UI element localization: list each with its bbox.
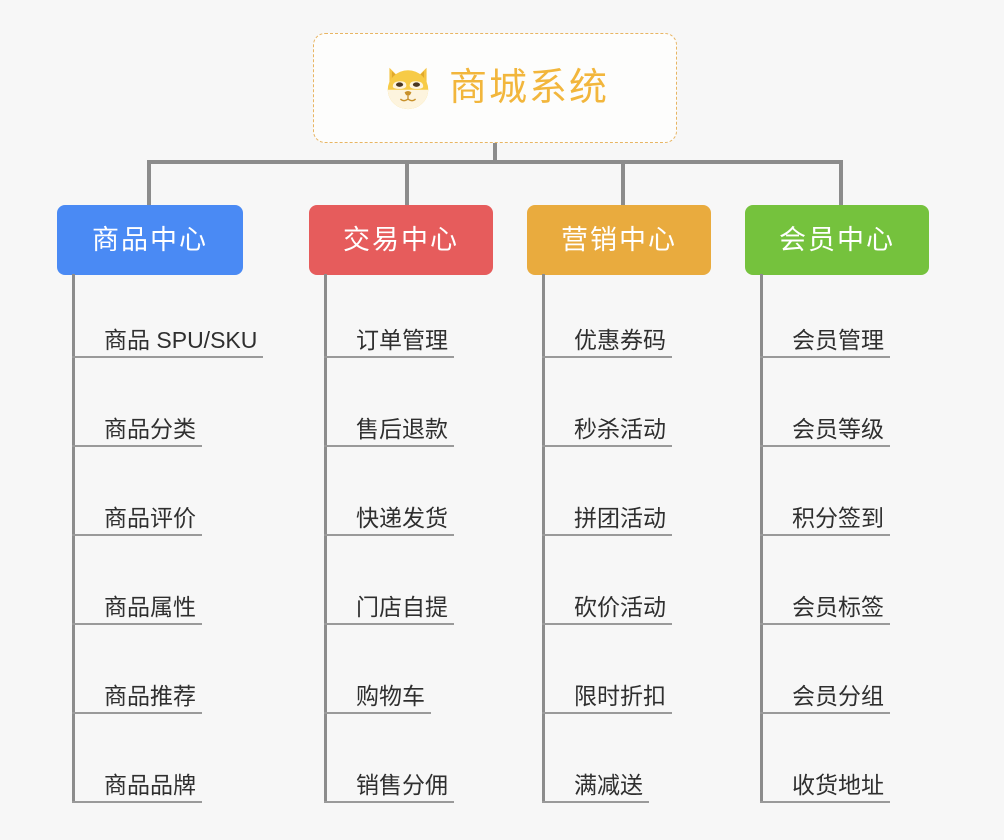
leaf-label: 会员等级 bbox=[792, 415, 884, 442]
leaf-label: 会员分组 bbox=[792, 682, 884, 709]
leaf-item[interactable]: 商品分类 bbox=[72, 401, 202, 447]
category-box-2[interactable]: 交易中心 bbox=[309, 205, 493, 275]
connector-bus bbox=[149, 160, 843, 164]
leaf-item[interactable]: 秒杀活动 bbox=[542, 401, 672, 447]
leaf-underline bbox=[324, 623, 454, 625]
branch-spine bbox=[760, 274, 763, 803]
leaf-item[interactable]: 商品推荐 bbox=[72, 668, 202, 714]
leaf-underline bbox=[324, 801, 454, 803]
connector-drop-4 bbox=[839, 160, 843, 205]
leaf-item[interactable]: 门店自提 bbox=[324, 579, 454, 625]
leaf-item[interactable]: 商品品牌 bbox=[72, 757, 202, 803]
leaf-label: 满减送 bbox=[574, 771, 643, 798]
leaf-label: 砍价活动 bbox=[574, 593, 666, 620]
connector-drop-3 bbox=[621, 160, 625, 205]
leaf-label: 售后退款 bbox=[356, 415, 448, 442]
branch-spine bbox=[324, 274, 327, 803]
leaf-underline bbox=[760, 534, 890, 536]
leaf-label: 会员管理 bbox=[792, 326, 884, 353]
leaf-underline bbox=[760, 623, 890, 625]
leaf-underline bbox=[542, 534, 672, 536]
leaf-label: 商品品牌 bbox=[104, 771, 196, 798]
leaf-label: 商品属性 bbox=[104, 593, 196, 620]
leaf-underline bbox=[542, 356, 672, 358]
leaf-label: 拼团活动 bbox=[574, 504, 666, 531]
leaf-underline bbox=[542, 623, 672, 625]
leaf-item[interactable]: 商品属性 bbox=[72, 579, 202, 625]
leaf-underline bbox=[324, 356, 454, 358]
leaf-item[interactable]: 会员分组 bbox=[760, 668, 890, 714]
leaf-item[interactable]: 商品评价 bbox=[72, 490, 202, 536]
leaf-label: 商品评价 bbox=[104, 504, 196, 531]
leaf-label: 商品推荐 bbox=[104, 682, 196, 709]
root-node[interactable]: 商城系统 bbox=[313, 33, 677, 143]
leaf-underline bbox=[72, 623, 202, 625]
category-box-1[interactable]: 商品中心 bbox=[57, 205, 243, 275]
leaf-item[interactable]: 拼团活动 bbox=[542, 490, 672, 536]
leaf-label: 收货地址 bbox=[792, 771, 884, 798]
leaf-item[interactable]: 收货地址 bbox=[760, 757, 890, 803]
leaf-underline bbox=[72, 445, 202, 447]
leaf-item[interactable]: 快递发货 bbox=[324, 490, 454, 536]
category-label-4: 会员中心 bbox=[779, 224, 895, 255]
leaf-underline bbox=[324, 534, 454, 536]
leaf-label: 购物车 bbox=[356, 682, 425, 709]
leaf-label: 会员标签 bbox=[792, 593, 884, 620]
leaf-underline bbox=[760, 712, 890, 714]
shiba-dog-face-icon bbox=[387, 67, 429, 110]
category-label-2: 交易中心 bbox=[343, 224, 459, 255]
root-title: 商城系统 bbox=[448, 67, 609, 109]
leaf-underline bbox=[760, 801, 890, 803]
leaf-item[interactable]: 会员管理 bbox=[760, 312, 890, 358]
leaf-item[interactable]: 优惠券码 bbox=[542, 312, 672, 358]
category-label-3: 营销中心 bbox=[561, 224, 677, 255]
leaf-underline bbox=[760, 445, 890, 447]
leaf-underline bbox=[760, 356, 890, 358]
connector-drop-2 bbox=[405, 160, 409, 205]
leaf-item[interactable]: 限时折扣 bbox=[542, 668, 672, 714]
leaf-item[interactable]: 会员标签 bbox=[760, 579, 890, 625]
leaf-item[interactable]: 砍价活动 bbox=[542, 579, 672, 625]
leaf-underline bbox=[324, 445, 454, 447]
leaf-underline bbox=[72, 356, 263, 358]
connector-root-stem bbox=[493, 143, 497, 163]
leaf-label: 门店自提 bbox=[356, 593, 448, 620]
leaf-item[interactable]: 销售分佣 bbox=[324, 757, 454, 803]
leaf-label: 积分签到 bbox=[792, 504, 884, 531]
leaf-item[interactable]: 商品 SPU/SKU bbox=[72, 312, 263, 358]
leaf-underline bbox=[542, 801, 649, 803]
leaf-item[interactable]: 订单管理 bbox=[324, 312, 454, 358]
category-label-1: 商品中心 bbox=[92, 224, 208, 255]
leaf-item[interactable]: 售后退款 bbox=[324, 401, 454, 447]
leaf-underline bbox=[72, 801, 202, 803]
leaf-underline bbox=[542, 712, 672, 714]
leaf-item[interactable]: 购物车 bbox=[324, 668, 431, 714]
branch-spine bbox=[542, 274, 545, 803]
leaf-label: 商品 SPU/SKU bbox=[104, 326, 258, 353]
leaf-underline bbox=[542, 445, 672, 447]
leaf-item[interactable]: 满减送 bbox=[542, 757, 649, 803]
connector-drop-1 bbox=[147, 160, 151, 205]
leaf-label: 限时折扣 bbox=[574, 682, 666, 709]
leaf-underline bbox=[324, 712, 431, 714]
leaf-label: 订单管理 bbox=[356, 326, 448, 353]
leaf-label: 销售分佣 bbox=[356, 771, 448, 798]
leaf-label: 商品分类 bbox=[104, 415, 196, 442]
leaf-item[interactable]: 会员等级 bbox=[760, 401, 890, 447]
leaf-underline bbox=[72, 534, 202, 536]
leaf-label: 优惠券码 bbox=[574, 326, 666, 353]
leaf-underline bbox=[72, 712, 202, 714]
category-box-4[interactable]: 会员中心 bbox=[745, 205, 929, 275]
category-box-3[interactable]: 营销中心 bbox=[527, 205, 711, 275]
leaf-label: 秒杀活动 bbox=[574, 415, 666, 442]
branch-spine bbox=[72, 274, 75, 803]
leaf-label: 快递发货 bbox=[356, 504, 448, 531]
leaf-item[interactable]: 积分签到 bbox=[760, 490, 890, 536]
